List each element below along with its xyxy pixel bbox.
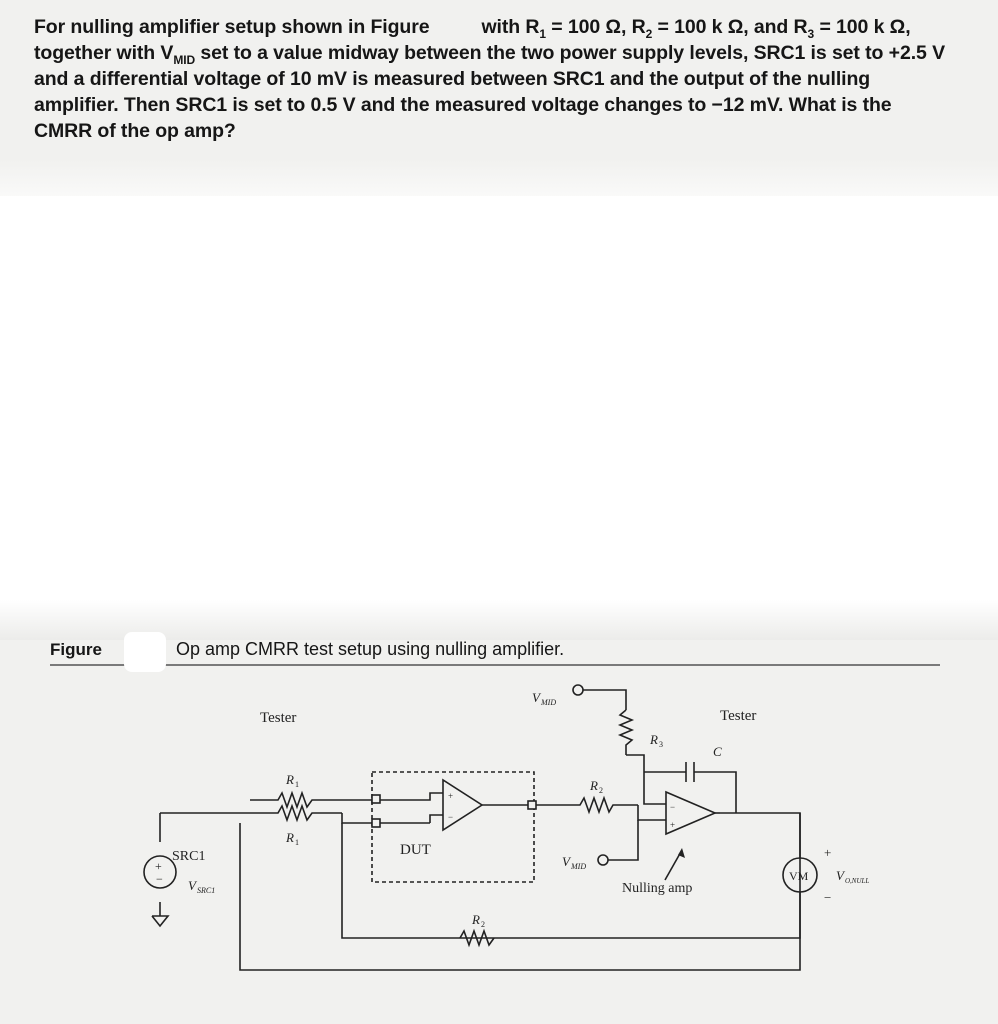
dut-opamp	[442, 778, 484, 832]
src-plus: +	[155, 859, 162, 873]
wire-vmid-top	[583, 689, 627, 710]
wire-r1b-to-inv	[341, 813, 430, 824]
figure-number-redaction	[124, 632, 166, 672]
blank-fade-bottom	[0, 600, 998, 640]
r2-mid-resistor	[536, 795, 638, 815]
nulling-arrowhead	[678, 848, 685, 858]
dut-label: DUT	[400, 842, 431, 858]
problem-text-1: For nulling amplifier setup shown in Fig…	[34, 16, 430, 38]
wire-inner-loop	[341, 812, 801, 939]
r3-subscript: 3	[807, 26, 815, 41]
problem-text-2: with R	[481, 16, 540, 38]
vmid-top-sub: MID	[540, 698, 556, 707]
wire-inv-in	[429, 814, 443, 823]
vsrc1-label: V	[188, 878, 198, 893]
null-minus: −	[670, 802, 675, 812]
src1-source	[143, 855, 177, 889]
vmid-top-terminal	[572, 684, 584, 696]
vm-plus: +	[824, 845, 831, 860]
problem-text-5: = 100 k Ω, together with V	[34, 16, 911, 64]
nulling-opamp	[665, 790, 718, 836]
r2-subscript: 2	[645, 26, 653, 41]
wire-vmid-bottom	[608, 820, 639, 861]
dut-pin-2	[371, 818, 381, 828]
vm-label: VM	[789, 869, 809, 883]
wire-r3-to-null	[626, 754, 666, 805]
r1-bottom-label: R	[285, 830, 294, 845]
vmid-bottom-sub: MID	[570, 862, 586, 871]
problem-text-3: = 100 Ω, R	[545, 16, 646, 38]
r1-subscript: 1	[539, 26, 546, 41]
blank-region	[0, 196, 998, 626]
figure-caption: Figure Op amp CMRR test setup using null…	[50, 632, 940, 672]
r1-top-label: R	[285, 772, 294, 787]
r2-mid-label: R	[589, 778, 598, 793]
r1-bottom-resistor	[250, 803, 342, 823]
cmrr-circuit-diagram: Tester Tester R 1 R 1 R 2 R 2 R 3 C V MI…	[143, 684, 869, 971]
tester-right-label: Tester	[720, 708, 756, 724]
tester-left-label: Tester	[260, 710, 296, 726]
r3-resistor	[617, 709, 635, 755]
r2-mid-sub: 2	[599, 786, 603, 795]
dut-pin-3	[527, 800, 537, 810]
vmid-top-label: V	[532, 690, 542, 705]
vsrc1-sub: SRC1	[197, 886, 215, 895]
r1-top-sub: 1	[295, 780, 299, 789]
r1-bottom-sub: 1	[295, 838, 299, 847]
dut-minus: −	[448, 812, 453, 822]
ground-symbol	[151, 915, 170, 928]
vonull-sub: O,NULL	[845, 877, 869, 885]
figure-label: Figure	[50, 640, 102, 659]
r3-sub: 3	[659, 740, 663, 749]
r2-bottom-resistor	[459, 928, 495, 948]
wire-outer-return	[239, 823, 801, 971]
vmid-bottom-terminal	[597, 854, 609, 866]
problem-statement: For nulling amplifier setup shown in Fig…	[34, 14, 954, 144]
dut-plus: +	[448, 791, 453, 801]
problem-text-4: = 100 k Ω, and R	[652, 16, 808, 38]
vonull-label: V	[836, 868, 846, 883]
src1-label: SRC1	[172, 849, 205, 864]
r2-bottom-sub: 2	[481, 920, 485, 929]
dut-pin-1	[371, 794, 381, 804]
wire-cap-right	[694, 771, 737, 813]
r1-top-resistor	[250, 790, 370, 810]
dut-box	[371, 771, 535, 883]
voltmeter	[782, 857, 818, 893]
vm-minus: −	[824, 890, 831, 905]
nulling-amp-label: Nulling amp	[622, 881, 692, 896]
wire-r2-to-null	[637, 805, 666, 821]
cap-label: C	[713, 744, 722, 759]
wire-r1t-to-noninv	[370, 792, 443, 801]
null-plus: +	[670, 820, 675, 830]
src-minus: −	[156, 872, 163, 886]
r2-bottom-label: R	[471, 912, 480, 927]
problem-text-6: set to a value midway between the two po…	[34, 42, 945, 142]
vmid-bottom-label: V	[562, 854, 572, 869]
r3-label: R	[649, 732, 658, 747]
vmid-subscript: MID	[173, 52, 196, 67]
figure-title: Op amp CMRR test setup using nulling amp…	[176, 639, 565, 659]
